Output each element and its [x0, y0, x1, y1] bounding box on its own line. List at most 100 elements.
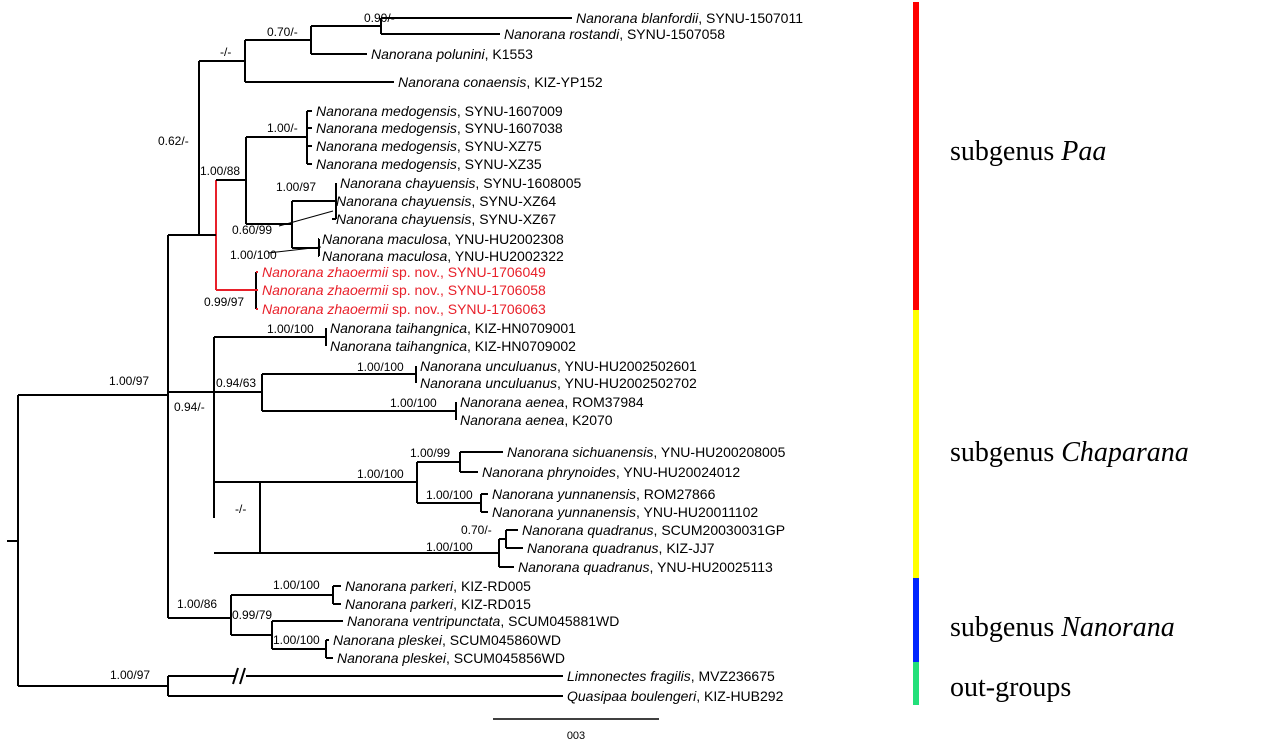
tip-label: Nanorana ventripunctata, SCUM045881WD [347, 613, 619, 629]
tip-label: Nanorana rostandi, SYNU-1507058 [504, 26, 725, 42]
support-value: 0.60/99 [232, 223, 272, 237]
support-value: 0.70/- [267, 25, 298, 39]
voucher-id: , SCUM045856WD [446, 650, 565, 666]
voucher-id: , YNU-HU2002308 [447, 231, 564, 247]
species-name: Nanorana yunnanensis [492, 504, 636, 520]
species-name: Nanorana quadranus [527, 540, 659, 556]
support-value: 1.00/- [267, 121, 298, 135]
species-name: Nanorana phrynoides [482, 464, 616, 480]
group-color-bar [913, 662, 919, 705]
support-value: 1.00/100 [273, 633, 320, 647]
support-value: -/- [235, 502, 246, 516]
species-name: Quasipaa boulengeri [567, 688, 697, 704]
species-name: Nanorana sichuanensis [507, 444, 653, 460]
group-color-bar [913, 2, 919, 310]
tip-label: Nanorana zhaoermii sp. nov., SYNU-170605… [262, 282, 546, 298]
support-value: 0.70/- [461, 523, 492, 537]
voucher-id: , YNU-HU20011102 [636, 504, 758, 520]
voucher-id: , K2070 [564, 412, 612, 428]
tip-label: Nanorana quadranus, SCUM20030031GP [522, 522, 785, 538]
voucher-id: , SYNU-XZ75 [457, 138, 542, 154]
tip-label: Nanorana conaensis, KIZ-YP152 [398, 74, 603, 90]
tip-label: Nanorana yunnanensis, YNU-HU20011102 [492, 504, 758, 520]
scale-bar-label: 003 [567, 730, 585, 742]
voucher-id: sp. nov., SYNU-1706058 [388, 282, 546, 298]
species-name: Nanorana parkeri [345, 596, 454, 612]
group-label: subgenus Paa [950, 136, 1106, 167]
tip-label: Nanorana taihangnica, KIZ-HN0709002 [330, 338, 576, 354]
voucher-id: , SYNU-1607009 [457, 103, 563, 119]
voucher-id: , SYNU-XZ67 [471, 211, 556, 227]
species-name: Nanorana rostandi [504, 26, 620, 42]
support-value: 0.94/- [174, 400, 205, 414]
tip-label: Nanorana unculuanus, YNU-HU2002502601 [420, 358, 697, 374]
tip-label: Nanorana medogensis, SYNU-1607038 [316, 120, 563, 136]
support-value: 1.00/99 [410, 446, 450, 460]
tip-label: Nanorana quadranus, YNU-HU20025113 [518, 559, 773, 575]
group-color-bar [913, 310, 919, 578]
voucher-id: , SYNU-1608005 [475, 175, 581, 191]
tip-label: Nanorana parkeri, KIZ-RD005 [345, 578, 531, 594]
tip-label: Nanorana phrynoides, YNU-HU20024012 [482, 464, 740, 480]
species-name: Nanorana unculuanus [420, 375, 557, 391]
support-value: 1.00/100 [390, 396, 437, 410]
voucher-id: , SYNU-1507058 [619, 26, 725, 42]
tip-label: Nanorana taihangnica, KIZ-HN0709001 [330, 320, 576, 336]
voucher-id: , KIZ-RD015 [453, 596, 531, 612]
voucher-id: , SYNU-XZ64 [471, 193, 556, 209]
species-name: Nanorana medogensis [316, 156, 457, 172]
voucher-id: , SCUM045881WD [500, 613, 619, 629]
tip-label: Nanorana medogensis, SYNU-1607009 [316, 103, 563, 119]
species-name: Nanorana quadranus [522, 522, 654, 538]
support-value: 1.00/100 [426, 540, 473, 554]
voucher-id: , SCUM045860WD [442, 632, 561, 648]
voucher-id: , YNU-HU200208005 [653, 444, 785, 460]
support-value: 1.00/88 [200, 164, 240, 178]
support-value: 1.00/100 [230, 248, 277, 262]
support-value: 0.94/63 [216, 376, 256, 390]
species-name: Nanorana blanfordii [576, 10, 699, 26]
species-name: Nanorana chayuensis [336, 193, 471, 209]
voucher-id: , KIZ-HUB292 [696, 688, 783, 704]
tip-label: Nanorana pleskei, SCUM045856WD [337, 650, 565, 666]
species-name: Nanorana medogensis [316, 103, 457, 119]
voucher-id: , KIZ-HN0709001 [467, 320, 576, 336]
support-value: 1.00/100 [357, 467, 404, 481]
species-name: Nanorana medogensis [316, 120, 457, 136]
voucher-id: , ROM27866 [636, 486, 716, 502]
voucher-id: , YNU-HU2002502702 [557, 375, 697, 391]
leader-line [267, 246, 322, 254]
voucher-id: , SYNU-1607038 [457, 120, 563, 136]
tip-label: Nanorana sichuanensis, YNU-HU200208005 [507, 444, 786, 460]
leader-line [278, 210, 334, 227]
voucher-id: , YNU-HU2002502601 [557, 358, 697, 374]
support-value: 1.00/86 [177, 597, 217, 611]
tip-label: Nanorana chayuensis, SYNU-XZ64 [336, 193, 556, 209]
support-value: 1.00/97 [276, 180, 316, 194]
voucher-id: , SYNU-XZ35 [457, 156, 542, 172]
support-value: 1.00/100 [357, 360, 404, 374]
support-value: 0.99/79 [232, 608, 272, 622]
species-name: Nanorana zhaoermii [262, 301, 389, 317]
species-name: Nanorana chayuensis [340, 175, 475, 191]
voucher-id: , YNU-HU20024012 [616, 464, 740, 480]
species-name: Nanorana polunini [371, 46, 486, 62]
support-value: 1.00/100 [267, 322, 314, 336]
species-name: Nanorana pleskei [337, 650, 447, 666]
support-value: -/- [220, 45, 231, 59]
tip-label: Nanorana blanfordii, SYNU-1507011 [576, 10, 803, 26]
tip-label: Quasipaa boulengeri, KIZ-HUB292 [567, 688, 784, 704]
species-name: Nanorana parkeri [345, 578, 454, 594]
species-name: Nanorana quadranus [518, 559, 650, 575]
species-name: Nanorana conaensis [398, 74, 526, 90]
voucher-id: , SCUM20030031GP [654, 522, 786, 538]
species-name: Nanorana zhaoermii [262, 282, 389, 298]
group-label: subgenus Nanorana [950, 612, 1175, 643]
voucher-id: , YNU-HU20025113 [650, 559, 773, 575]
tip-label: Nanorana unculuanus, YNU-HU2002502702 [420, 375, 697, 391]
voucher-id: , KIZ-YP152 [526, 74, 602, 90]
tip-label: Nanorana chayuensis, SYNU-1608005 [340, 175, 581, 191]
support-value: 0.90/- [364, 11, 395, 25]
voucher-id: , ROM37984 [564, 394, 644, 410]
tip-label: Nanorana parkeri, KIZ-RD015 [345, 596, 531, 612]
